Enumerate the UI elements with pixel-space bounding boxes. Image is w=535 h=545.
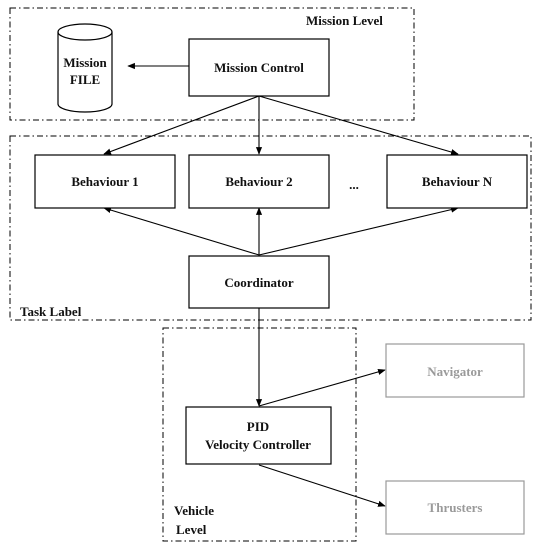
coordinator-label: Coordinator xyxy=(224,275,294,290)
edge-control-to-behaviour-n xyxy=(258,95,459,156)
behaviour-ellipsis: ... xyxy=(349,177,359,192)
navigator-label: Navigator xyxy=(427,364,483,379)
mission-file-label-line2: FILE xyxy=(70,72,100,87)
mission-file-database: Mission FILE xyxy=(57,23,113,113)
task-level-label: Task Label xyxy=(20,304,82,319)
edge-coordinator-to-behaviour-1 xyxy=(103,207,260,256)
behaviour-2-box xyxy=(188,154,330,209)
mission-control-label: Mission Control xyxy=(214,60,304,75)
pid-label-line2: Velocity Controller xyxy=(205,437,311,452)
behaviour-2-label: Behaviour 2 xyxy=(225,174,292,189)
navigator-box xyxy=(385,343,525,398)
mission-level-label: Mission Level xyxy=(306,13,383,28)
task-level-region xyxy=(9,135,532,321)
behaviour-n-box xyxy=(386,154,528,209)
thrusters-label: Thrusters xyxy=(428,500,483,515)
behaviour-1-label: Behaviour 1 xyxy=(71,174,138,189)
pid-label-line1: PID xyxy=(247,419,269,434)
edge-coordinator-to-behaviour-n xyxy=(258,206,459,256)
thrusters-box xyxy=(385,480,525,535)
vehicle-level-label-line2: Level xyxy=(176,522,207,537)
mission-file-label-line1: Mission xyxy=(63,55,107,70)
mission-control-box xyxy=(188,38,330,97)
edge-control-to-behaviour-1 xyxy=(103,95,260,155)
vehicle-level-label-line1: Vehicle xyxy=(174,503,214,518)
pid-velocity-controller-box xyxy=(185,406,332,465)
edge-pid-to-thrusters xyxy=(258,464,386,507)
behaviour-1-box xyxy=(34,154,176,209)
coordinator-box xyxy=(188,255,330,309)
edge-pid-to-navigator xyxy=(258,368,386,407)
mission-level-region xyxy=(9,7,415,121)
behaviour-n-label: Behaviour N xyxy=(422,174,493,189)
